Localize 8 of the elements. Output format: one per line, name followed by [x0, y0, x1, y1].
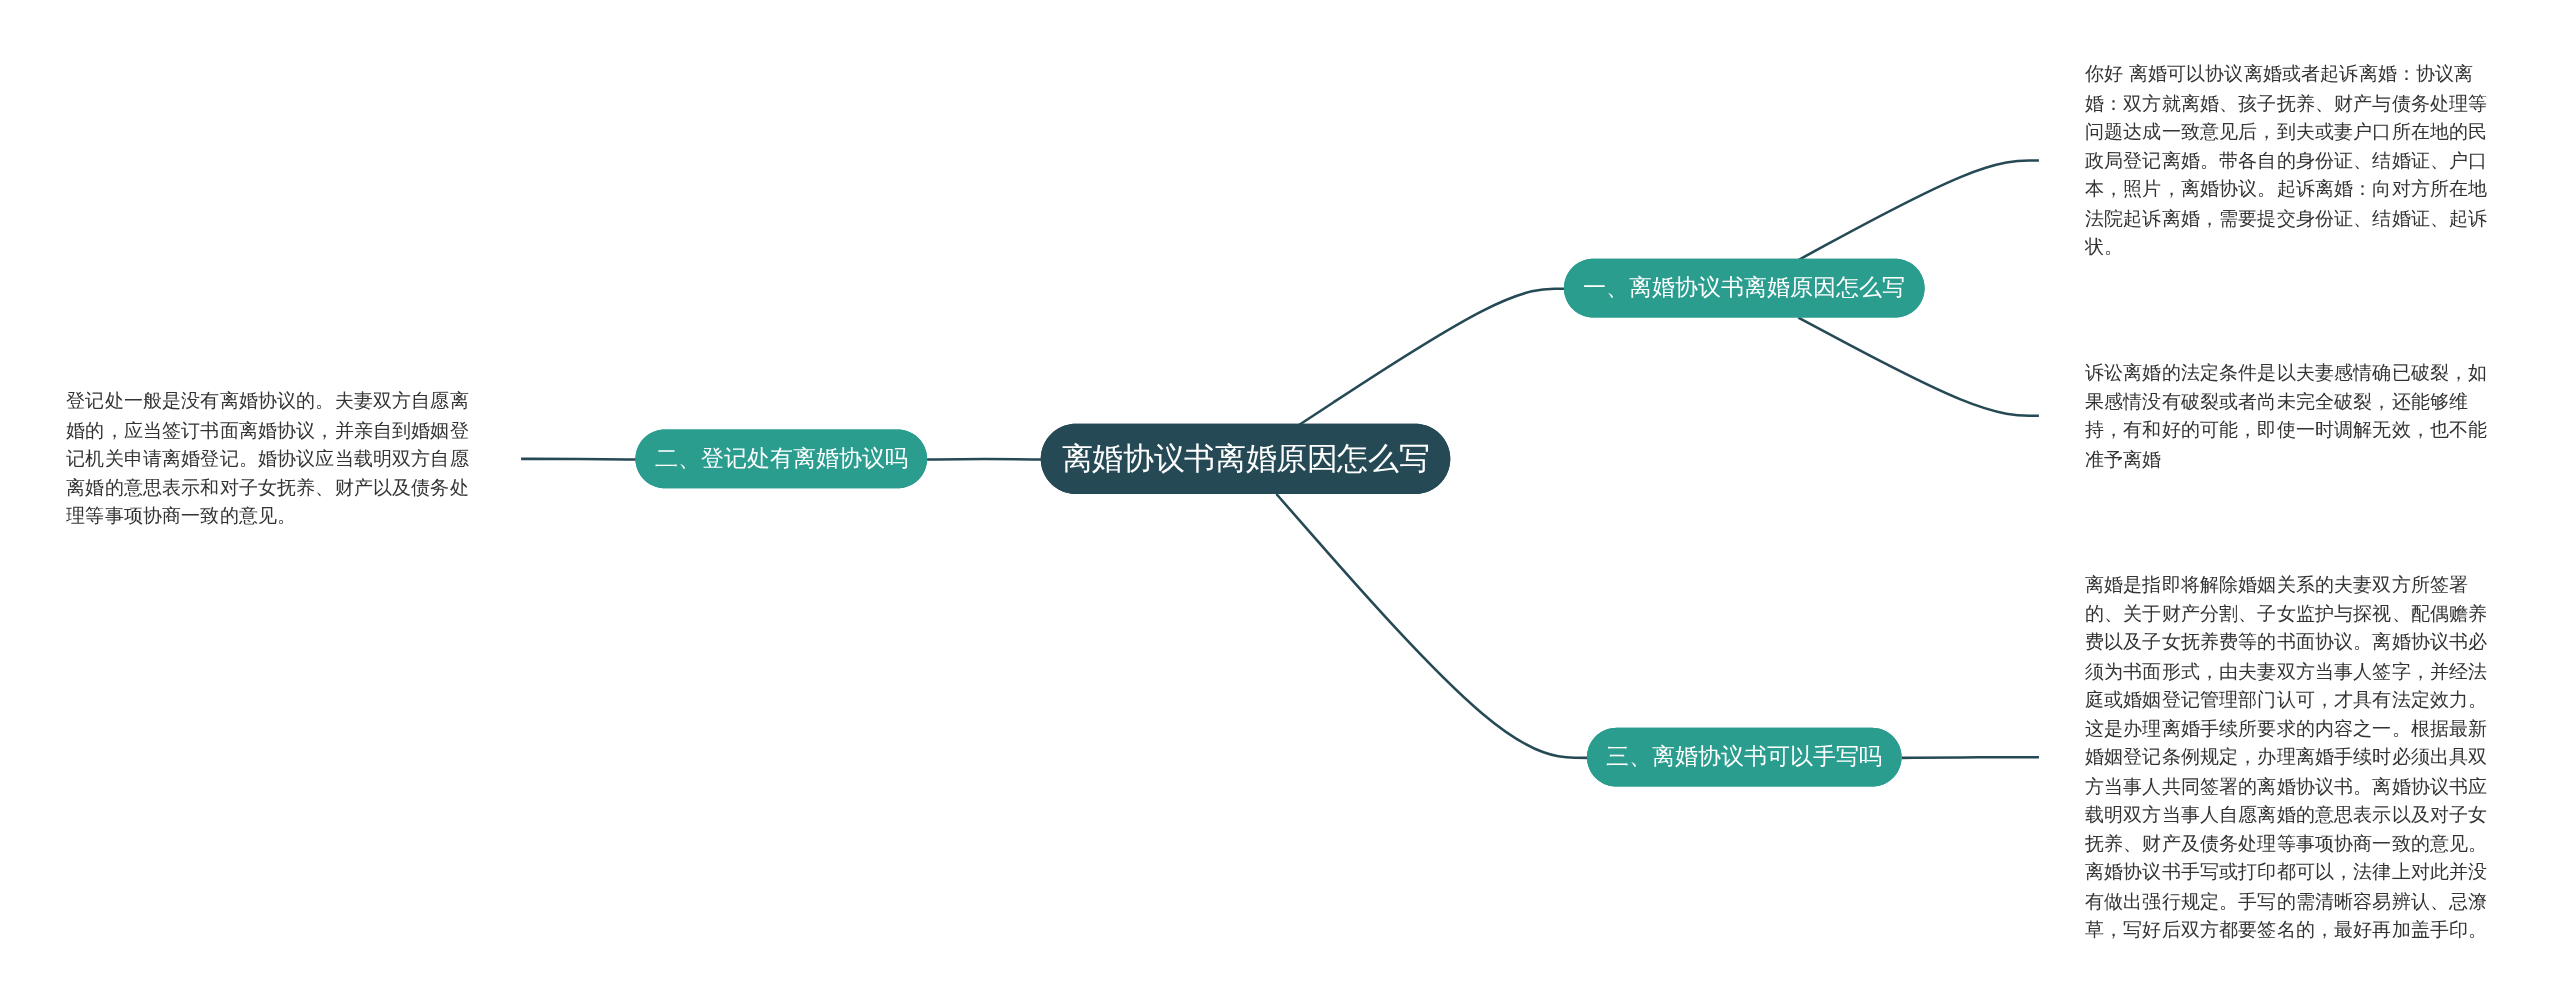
node-text: 你好 离婚可以协议离婚或者起诉离婚：协议离婚：双方就离婚、孩子抚养、财产与债务处理等问题达成一致意见后，到夫或妻户口所在地的民政局登记离婚。带各自的身份证、结婚证、户口本，照片，离婚协议。起诉离婚：向对方所在地法院起诉离婚，需要提交身份证、结婚证、起诉状。 [2084, 62, 2488, 257]
connector [1275, 493, 1589, 760]
connector [1901, 755, 2039, 760]
connector [1797, 316, 2039, 418]
node-text: 诉讼离婚的法定条件是以夫妻感情确已破裂，如果感情没有破裂或者尚未完全破裂，还能够维持，有和好的可能，即使一时调解无效，也不能准予离婚 [2084, 360, 2488, 469]
node-text: 登记处一般是没有离婚协议的。夫妻双方自愿离婚的，应当签订书面离婚协议，并亲自到婚姻登记机关申请离婚登记。婚协议应当载明双方自愿离婚的意思表示和对子女抚养、财产以及债务处理等事项协商一致的意见。 [66, 389, 469, 527]
node-text: 离婚是指即将解除婚姻关系的夫妻双方所签署的、关于财产分割、子女监护与探视、配偶赡养费以及子女抚养费等的书面协议。离婚协议书必须为书面形式，由夫妻双方当事人签字，并经法庭或婚姻登记管理部门认可，才具有法定效力。这是办理离婚手续所要求的内容之一。根据最新婚姻登记条例规定，办理离婚手续时必须出具双方当事人共同签署的离婚协议书。离婚协议书应载明双方当事人自愿离婚的意思表示以及对子女抚养、财产及债务处理等事项协商一致的意见。离婚协议书手写或打印都可以，法律上对此并没有做出强行规定。手写的需清晰容易辨认、忌潦草，写好后双方都要签名的，最好再加盖手印。 [2084, 572, 2488, 940]
connector [521, 457, 637, 461]
